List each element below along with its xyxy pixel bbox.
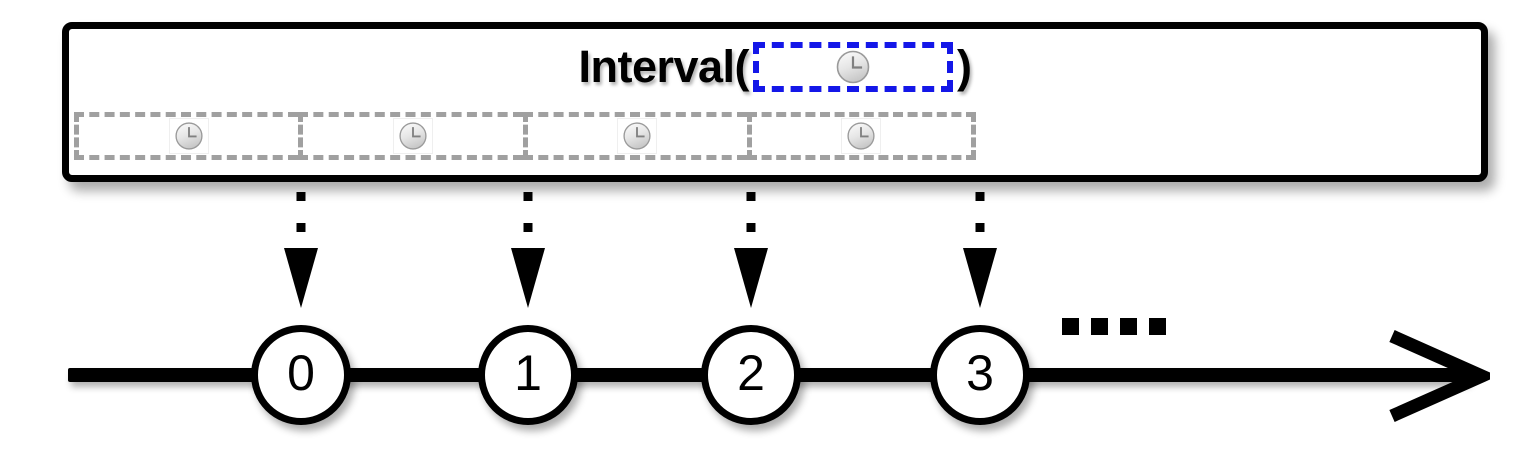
sequence-cell — [522, 112, 747, 160]
timeline-node-2: 2 — [701, 325, 801, 425]
timeline-continuation-dots — [1062, 318, 1166, 335]
dot — [1091, 318, 1108, 335]
emission-arrow-0 — [281, 190, 321, 320]
timeline-node-0: 0 — [251, 325, 351, 425]
dot — [1120, 318, 1137, 335]
clock-slot — [841, 118, 882, 154]
timeline-node-1: 1 — [478, 325, 578, 425]
clock-icon — [847, 122, 875, 150]
timeline-node-label: 3 — [966, 345, 994, 401]
emission-arrow-2 — [731, 190, 771, 320]
timeline-node-label: 2 — [737, 345, 765, 401]
clock-icon — [399, 122, 427, 150]
emission-arrow-3 — [960, 190, 1000, 320]
timeline-node-3: 3 — [930, 325, 1030, 425]
sequence-cell — [298, 112, 523, 160]
dot — [1149, 318, 1166, 335]
sequence-cell — [746, 112, 976, 160]
clock-slot — [392, 118, 433, 154]
timeline-arrowhead-icon — [1386, 330, 1499, 422]
clock-icon — [175, 122, 203, 150]
timeline-node-label: 0 — [287, 345, 315, 401]
clock-icon — [623, 122, 651, 150]
clock-slot — [617, 118, 658, 154]
timeline-node-label: 1 — [514, 345, 542, 401]
emission-arrow-1 — [508, 190, 548, 320]
clock-slot — [168, 118, 209, 154]
dot — [1062, 318, 1079, 335]
input-stream-sequence — [74, 112, 976, 160]
sequence-cell — [74, 112, 299, 160]
